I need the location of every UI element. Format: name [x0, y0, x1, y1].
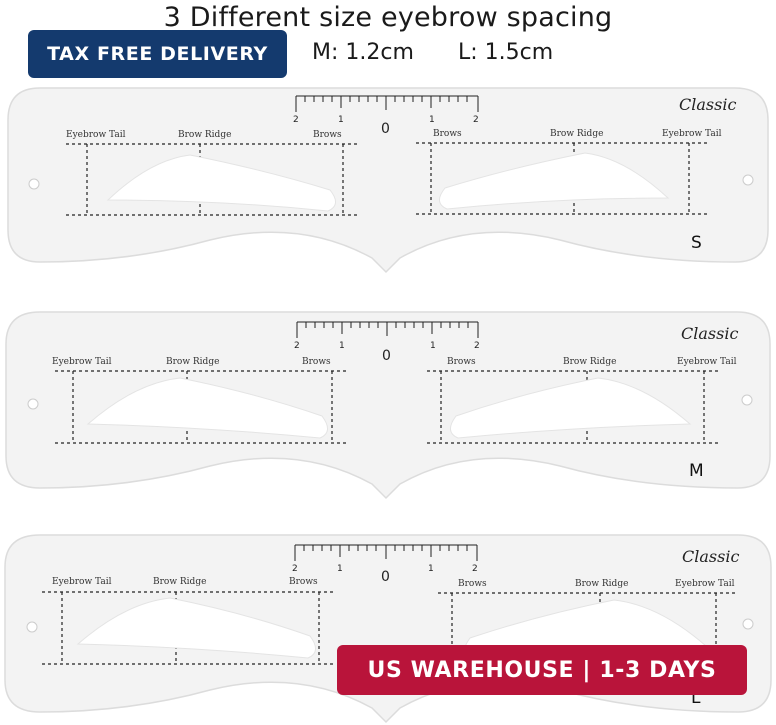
ruler: [294, 544, 478, 561]
ruler: [296, 321, 479, 338]
brow-ridge-label: Brow Ridge: [166, 357, 219, 367]
brows-label: Brows: [302, 357, 331, 367]
punch-hole: [28, 178, 40, 190]
ruler-number: 1: [339, 341, 345, 351]
brow-cutout-left: [86, 377, 328, 439]
ruler-number: 2: [474, 341, 480, 351]
us-warehouse-badge: US WAREHOUSE | 1-3 DAYS: [337, 645, 747, 695]
punch-hole: [741, 394, 753, 406]
brand-label: Classic: [681, 324, 738, 343]
brows-label: Brows: [447, 357, 476, 367]
eyebrow-tail-label: Eyebrow Tail: [677, 357, 737, 367]
stencil-card: [5, 311, 771, 500]
brow-cutout-right: [450, 377, 692, 439]
brows-label: Brows: [433, 129, 462, 139]
stencil-m: 2 1 1 2 0 Classic Eyebrow Tail Brow Ridg…: [5, 311, 771, 500]
ruler-number: 2: [472, 564, 478, 574]
size-letter: L: [691, 688, 701, 708]
ruler-number: 1: [337, 564, 343, 574]
ruler-zero: 0: [382, 348, 391, 364]
brand-label: Classic: [679, 95, 736, 114]
eyebrow-tail-label: Eyebrow Tail: [52, 357, 112, 367]
brow-cutout-left: [76, 597, 316, 659]
brow-ridge-label: Brow Ridge: [178, 130, 231, 140]
brow-ridge-label: Brow Ridge: [550, 129, 603, 139]
tax-free-delivery-badge: TAX FREE DELIVERY: [28, 30, 287, 78]
ruler-number: 2: [294, 341, 300, 351]
size-letter: M: [689, 461, 704, 481]
page-title: 3 Different size eyebrow spacing: [163, 2, 613, 33]
brows-label: Brows: [313, 130, 342, 140]
brow-ridge-label: Brow Ridge: [575, 579, 628, 589]
brow-cutout-left: [106, 154, 336, 212]
punch-hole: [742, 174, 754, 186]
ruler-number: 1: [429, 115, 435, 125]
eyebrow-tail-label: Eyebrow Tail: [66, 130, 126, 140]
ruler-number: 1: [428, 564, 434, 574]
size-note-l: L: 1.5cm: [458, 40, 554, 65]
brand-label: Classic: [682, 547, 739, 566]
brows-label: Brows: [458, 579, 487, 589]
brow-cutout-right: [439, 152, 670, 210]
brows-label: Brows: [289, 577, 318, 587]
punch-hole: [26, 621, 38, 633]
eyebrow-tail-label: Eyebrow Tail: [52, 577, 112, 587]
ruler-number: 2: [293, 115, 299, 125]
brow-ridge-label: Brow Ridge: [563, 357, 616, 367]
eyebrow-tail-label: Eyebrow Tail: [675, 579, 735, 589]
ruler-number: 2: [292, 564, 298, 574]
ruler-zero: 0: [381, 121, 390, 137]
ruler-zero: 0: [381, 569, 390, 585]
guide-lines: [66, 142, 710, 216]
ruler-number: 1: [338, 115, 344, 125]
size-note-m: M: 1.2cm: [312, 40, 414, 65]
ruler: [295, 95, 479, 112]
size-letter: S: [691, 233, 702, 253]
ruler-number: 2: [473, 115, 479, 125]
stencil-s: 2 1 1 2 0 Classic Eyebrow Tail Brow Ridg…: [7, 87, 769, 274]
punch-hole: [742, 618, 754, 630]
ruler-number: 1: [430, 341, 436, 351]
brow-ridge-label: Brow Ridge: [153, 577, 206, 587]
punch-hole: [27, 398, 39, 410]
eyebrow-tail-label: Eyebrow Tail: [662, 129, 722, 139]
stencil-card: [7, 87, 769, 274]
